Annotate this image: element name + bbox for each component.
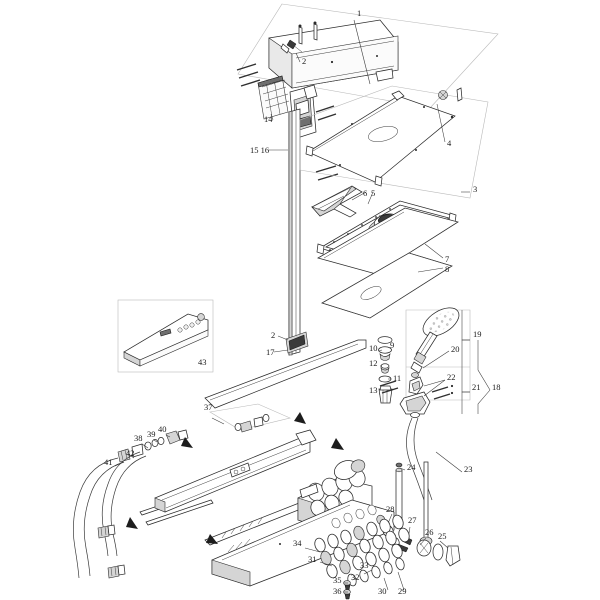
- callout-label-14: 14: [264, 114, 273, 124]
- callout-label-38: 38: [134, 433, 143, 443]
- seal-rings: [314, 514, 410, 587]
- part-group-top-cover: [237, 3, 499, 109]
- lower-rail-assembly: [126, 412, 344, 546]
- part-group-valve-body: [206, 451, 463, 587]
- vertical-rail: [288, 108, 301, 356]
- spray-face-item-8: [321, 252, 453, 319]
- callout-label-33: 33: [360, 560, 369, 570]
- connector-item-17: [285, 331, 309, 354]
- part-group-front-panel: [204, 331, 367, 409]
- part-group-bracket-rail: [257, 75, 318, 356]
- wall-bracket-item-21-22: [379, 376, 454, 418]
- callout-label-41: 41: [104, 457, 113, 467]
- callout-label-30: 30: [378, 586, 387, 596]
- screw-item-2-top: [286, 21, 318, 53]
- callout-label-12: 12: [369, 358, 378, 368]
- callout-label-15-16: 15 16: [250, 145, 269, 155]
- callout-label-35: 35: [333, 575, 342, 585]
- part-group-back-plate: [299, 85, 489, 199]
- bolt-item-4: [438, 87, 463, 102]
- callout-label-2: 2: [271, 330, 275, 340]
- callout-label-28: 28: [386, 504, 395, 514]
- callout-label-36: 36: [333, 586, 342, 596]
- callout-label-24: 24: [407, 462, 416, 472]
- callout-label-42: 42: [126, 448, 135, 458]
- callout-label-31: 31: [308, 554, 317, 564]
- inset-detail-item-43: [117, 299, 214, 373]
- fitting-item-37: [234, 414, 270, 433]
- hose-curves: [73, 451, 147, 579]
- callout-label-7: 7: [445, 254, 449, 264]
- callout-label-2: 2: [302, 56, 306, 66]
- callout-label-19: 19: [473, 329, 482, 339]
- callout-label-20: 20: [451, 344, 460, 354]
- nut-item-20: [410, 361, 423, 378]
- callout-label-10: 10: [369, 343, 378, 353]
- callout-label-43: 43: [198, 357, 207, 367]
- callout-label-40: 40: [158, 424, 167, 434]
- screws-items-35-36: [343, 580, 351, 600]
- callout-label-4: 4: [447, 138, 452, 148]
- callout-label-29: 29: [398, 586, 407, 596]
- callout-label-6: 6: [363, 188, 367, 198]
- callout-label-11: 11: [393, 373, 401, 383]
- callout-label-17: 17: [266, 347, 275, 357]
- callout-label-37: 37: [204, 402, 213, 412]
- callout-label-3: 3: [473, 184, 477, 194]
- callout-label-13: 13: [369, 385, 378, 395]
- callout-label-8: 8: [445, 264, 449, 274]
- base-trough: [206, 499, 395, 587]
- handshower-head-item-19: [413, 307, 460, 365]
- part-group-seal-kit: [304, 514, 410, 600]
- callout-label-34: 34: [293, 538, 302, 548]
- callout-label-22: 22: [447, 372, 456, 382]
- callout-label-39: 39: [147, 429, 156, 439]
- callout-label-32: 32: [351, 572, 360, 582]
- callout-label-26: 26: [425, 527, 434, 537]
- callout-label-25: 25: [438, 531, 447, 541]
- callout-label-5: 5: [371, 188, 375, 198]
- grille-item-14: [257, 75, 290, 120]
- part-group-handshower: [379, 307, 491, 501]
- manifold-item-6: [311, 185, 363, 218]
- fastener-hatch-marks: [236, 63, 339, 181]
- callout-label-1: 1: [357, 8, 361, 18]
- callout-label-27: 27: [408, 515, 417, 525]
- callout-label-18: 18: [492, 382, 501, 392]
- part-group-spray-panels: [317, 207, 459, 319]
- callout-label-21: 21: [472, 382, 481, 392]
- callout-label-23: 23: [464, 464, 473, 474]
- callout-label-9: 9: [390, 340, 394, 350]
